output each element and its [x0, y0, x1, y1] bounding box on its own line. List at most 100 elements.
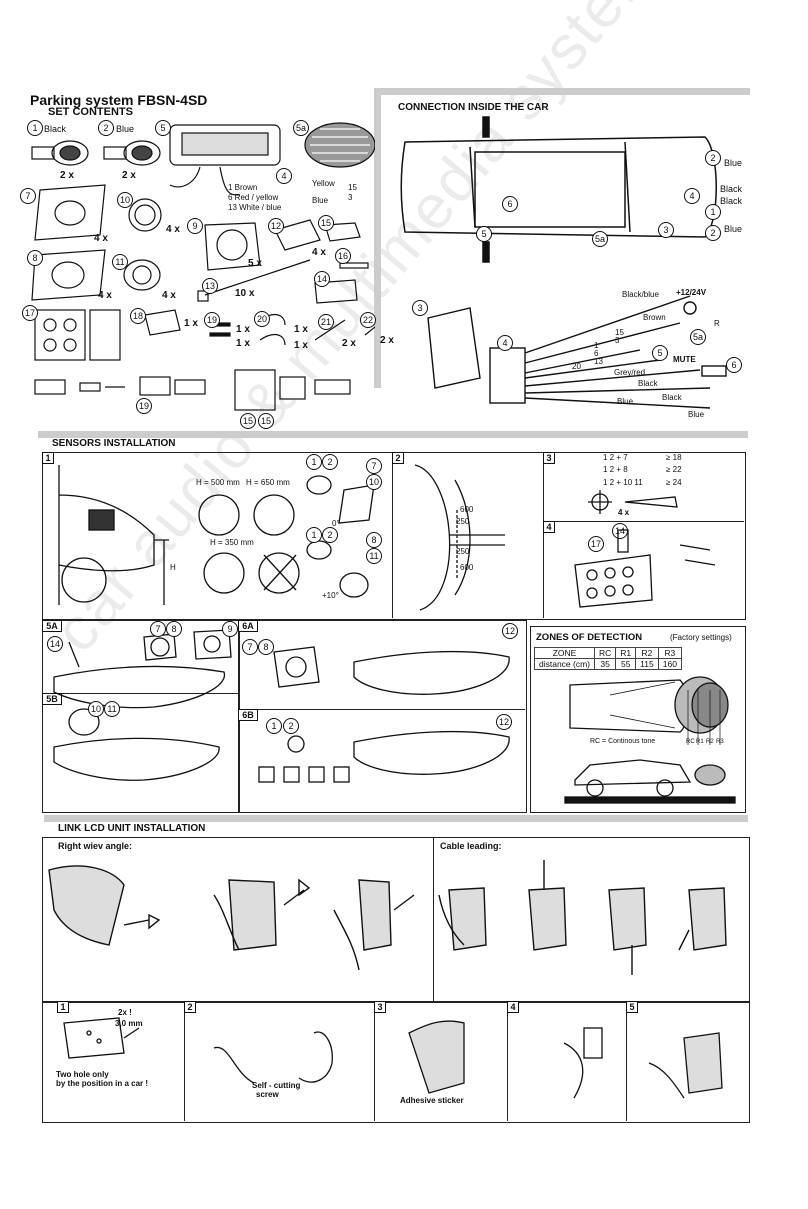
- combo-3: 1 2 + 10 11: [603, 478, 643, 487]
- car-ref-5a: 5a: [592, 231, 608, 247]
- sensors-ref-7: 7: [366, 458, 382, 474]
- zones-r1-value: 55: [615, 658, 637, 670]
- combo-1-mm: ≥ 18: [666, 453, 682, 462]
- item-13-qty: 10 x: [235, 288, 255, 299]
- sensors-ref-10: 10: [366, 474, 382, 490]
- bumper-ref-11: 11: [104, 701, 120, 717]
- item-11-qty: 4 x: [162, 290, 176, 301]
- spacing-250a: 250: [456, 517, 470, 526]
- bumper-drawing: [53, 629, 510, 783]
- item-1-qty: 2 x: [60, 170, 74, 181]
- item-4-ref: 4: [276, 168, 292, 184]
- sensors-ref-8: 8: [366, 532, 382, 548]
- item-number-8: 8: [27, 250, 43, 266]
- bumper-ref-10: 10: [88, 701, 104, 717]
- car-ref-4: 4: [684, 188, 700, 204]
- zones-axis-rc: RC: [686, 739, 695, 745]
- sensors-step-4: 4: [543, 521, 555, 533]
- item-number-14: 14: [314, 271, 330, 287]
- zones-axis-r3: R3: [716, 739, 724, 745]
- item-19b-qty: 1 x: [236, 338, 250, 349]
- bumper-ref-7a: 7: [150, 621, 166, 637]
- item-21-qty: 2 x: [342, 338, 356, 349]
- item-18-qty: 1 x: [184, 318, 198, 329]
- lcd-step-1: 1: [57, 1001, 69, 1013]
- zones-header-r2: R2: [635, 647, 659, 659]
- set-contents-drawing: [31, 122, 375, 411]
- combo-1: 1 2 + 7: [603, 453, 628, 462]
- zones-drawing: [564, 676, 736, 804]
- zones-r3-value: 160: [657, 658, 682, 670]
- step-5a: 5A: [42, 620, 62, 632]
- lcd-step-5: 5: [626, 1001, 638, 1013]
- sensor-paint-drawing: [574, 529, 716, 608]
- item-number-7: 7: [20, 188, 36, 204]
- item-2-label: Blue: [116, 124, 135, 134]
- speaker-pin-15: 15: [348, 183, 357, 192]
- car-top-view: [400, 116, 717, 263]
- item-number-16: 16: [335, 248, 351, 264]
- item-number-2: 2: [98, 120, 114, 136]
- sensors-ref-17: 17: [588, 536, 604, 552]
- item-number-21: 21: [318, 314, 334, 330]
- zones-frame: [530, 626, 746, 813]
- step-6b: 6B: [238, 709, 258, 721]
- bumper-ref-12a: 12: [502, 623, 518, 639]
- item-number-13: 13: [202, 278, 218, 294]
- zones-header-zone: ZONE: [533, 647, 596, 659]
- combo-3-mm: ≥ 24: [666, 478, 682, 487]
- lcd-cable-leading: Cable leading:: [440, 841, 502, 851]
- wire-pin-6: 6: [594, 349, 599, 358]
- page-title: Parking system FBSN-4SD: [30, 92, 208, 108]
- drill-drawing: [588, 490, 678, 514]
- bumper-left-div: [42, 693, 238, 694]
- sensors-ref-11: 11: [366, 548, 382, 564]
- car-ref-5: 5: [476, 226, 492, 242]
- height-650: H = 650 mm: [246, 478, 290, 487]
- height-350: H = 350 mm: [210, 538, 254, 547]
- item-2-qty: 2 x: [122, 170, 136, 181]
- sensors-step-1: 1: [42, 452, 54, 464]
- sensors-title: SENSORS INSTALLATION: [52, 438, 176, 449]
- wire-12-24v: +12/24V: [676, 288, 707, 297]
- item-number-5: 5: [155, 120, 171, 136]
- zones-r2-value: 115: [635, 658, 659, 670]
- wire-black-blue: Black/blue: [622, 290, 659, 299]
- lcd-two-hole-1: Two hole only: [56, 1070, 109, 1079]
- item-1-label: Black: [44, 124, 67, 134]
- wiring-ref-6: 6: [726, 357, 742, 373]
- zones-table: ZONE RC R1 R2 R3 distance (cm) 35 55 115…: [533, 647, 682, 670]
- lcd-self-cutting-1: Self - cutting: [252, 1081, 301, 1090]
- sensors-drawing: [58, 465, 375, 605]
- lcd-steps-div-1: [184, 1001, 185, 1121]
- sensors-ref-1a: 1: [306, 454, 322, 470]
- lcd-step-4: 4: [507, 1001, 519, 1013]
- car-ref-6: 6: [502, 196, 518, 212]
- bumper-ref-14: 14: [47, 636, 63, 652]
- item-number-9: 9: [187, 218, 203, 234]
- item-number-19: 19: [204, 312, 220, 328]
- car-label-black-1: Black: [720, 184, 743, 194]
- item-19-qty: 1 x: [236, 324, 250, 335]
- sensors-div-3: [543, 521, 744, 522]
- item-number-11: 11: [112, 254, 128, 270]
- wire-pin-1: 1: [594, 341, 599, 350]
- angle-0: 0°: [332, 519, 340, 528]
- wire-blue-b: Blue: [688, 410, 705, 419]
- connection-title: CONNECTION INSIDE THE CAR: [398, 102, 549, 113]
- sensors-div-2: [543, 452, 544, 618]
- item-20-qty: 1 x: [294, 324, 308, 335]
- lcd-right-view: Right wiev angle:: [58, 841, 133, 851]
- bumper-ref-8a: 8: [166, 621, 182, 637]
- sensors-ref-2b: 2: [322, 527, 338, 543]
- wire-black-a: Black: [638, 379, 658, 388]
- item-15-qty: 4 x: [312, 247, 326, 258]
- wiring-ref-5: 5: [652, 345, 668, 361]
- connector-ref-15b: 15: [258, 413, 274, 429]
- wire-mute: MUTE: [673, 355, 696, 364]
- bumper-ref-1: 1: [266, 718, 282, 734]
- lcd-two-hole-2: by the position in a car !: [56, 1079, 149, 1088]
- item-number-18: 18: [130, 308, 146, 324]
- item-number-22: 22: [360, 312, 376, 328]
- sensors-div-1: [392, 452, 393, 618]
